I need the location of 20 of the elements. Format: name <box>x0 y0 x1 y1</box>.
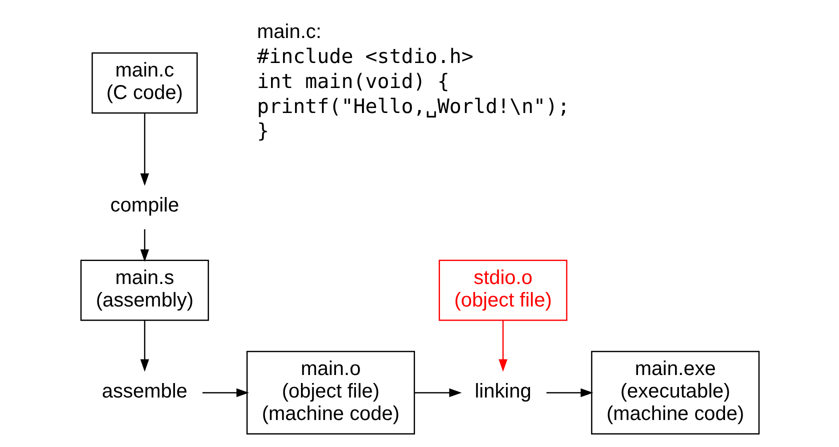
arrow <box>140 229 149 262</box>
node-text: assemble <box>101 380 187 402</box>
arrow <box>202 388 248 398</box>
node-text: linking <box>474 380 531 402</box>
arrow <box>140 320 149 372</box>
arrow <box>546 388 593 398</box>
node-box: main.s (assembly) <box>80 260 208 321</box>
node-box: stdio.o (object file) <box>438 260 567 321</box>
node-box: main.c (C code) <box>91 52 198 114</box>
label: #include <stdio.h> <box>256 44 473 68</box>
label: } <box>256 118 269 143</box>
node-box: main.exe (executable) (machine code) <box>590 350 760 435</box>
label: int main(void) { <box>256 68 449 93</box>
node-box: main.o (object file) (machine code) <box>246 350 414 435</box>
label: printf("Hello,␣World!\n"); <box>256 94 570 118</box>
arrow <box>414 388 462 398</box>
arrow <box>140 114 149 186</box>
label: main.c: <box>256 20 321 43</box>
arrow <box>498 320 507 372</box>
node-text: compile <box>110 194 179 216</box>
